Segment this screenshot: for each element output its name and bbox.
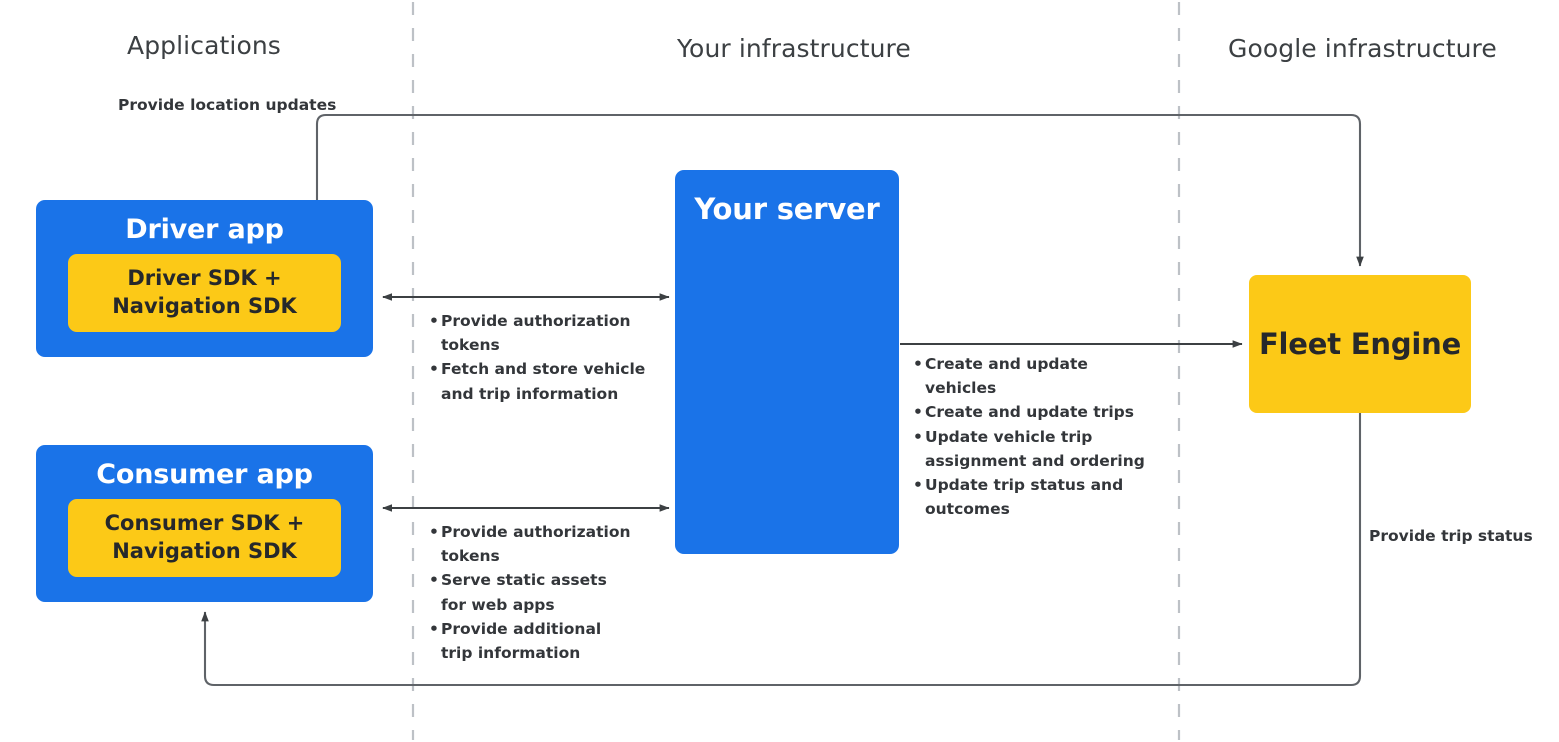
- bullet-line: Provide additional: [441, 619, 602, 638]
- node-consumer-app[interactable]: Consumer app Consumer SDK + Navigation S…: [36, 445, 373, 602]
- bullet-line: assignment and ordering: [925, 451, 1145, 470]
- bullet-line: outcomes: [925, 500, 1010, 519]
- consumer-sdk-line-1: Consumer SDK +: [104, 511, 305, 536]
- bullet-line: and trip information: [441, 384, 619, 403]
- bullet-line: Provide authorization: [441, 312, 631, 330]
- bullet-line: Update vehicle trip: [925, 427, 1093, 446]
- driver-sdk-line-2: Navigation SDK: [112, 294, 297, 318]
- bullet-line: Create and update vehicles: [925, 355, 1088, 398]
- bullet-item: Provide authorization tokens: [429, 520, 659, 568]
- bullet-line: Serve static assets: [441, 571, 607, 590]
- edge-bullets-server-engine: Create and update vehicles Create and up…: [913, 352, 1163, 521]
- bullet-line: Create and update trips: [925, 403, 1134, 422]
- bullet-item: Update vehicle trip assignment and order…: [913, 425, 1163, 473]
- node-fleet-engine[interactable]: Fleet Engine: [1249, 275, 1471, 413]
- consumer-sdk-line-2: Navigation SDK: [112, 539, 297, 563]
- consumer-sdk-box[interactable]: Consumer SDK + Navigation SDK: [68, 499, 341, 577]
- bullet-item: Update trip status and outcomes: [913, 473, 1163, 521]
- bullet-item: Provide additional trip information: [429, 617, 659, 665]
- edge-bullets-consumer-server: Provide authorization tokens Serve stati…: [429, 520, 659, 665]
- bullet-item: Create and update trips: [913, 400, 1163, 424]
- edge-label-trip-status: Provide trip status: [1369, 527, 1533, 545]
- bullet-item: Serve static assets for web apps: [429, 568, 659, 616]
- edge-label-location-updates: Provide location updates: [118, 96, 337, 114]
- fleet-engine-title: Fleet Engine: [1258, 327, 1462, 361]
- node-driver-app[interactable]: Driver app Driver SDK + Navigation SDK: [36, 200, 373, 357]
- bullet-line: trip information: [441, 643, 581, 662]
- bullet-line: Provide authorization: [441, 523, 631, 541]
- bullet-line: Update trip status and: [925, 475, 1124, 494]
- column-header-google-infrastructure: Google infrastructure: [1228, 34, 1497, 63]
- driver-app-title: Driver app: [125, 214, 284, 245]
- column-header-your-infrastructure: Your infrastructure: [677, 34, 911, 63]
- column-header-applications: Applications: [127, 31, 281, 60]
- your-server-title: Your server: [694, 192, 880, 226]
- consumer-app-title: Consumer app: [96, 459, 313, 490]
- driver-sdk-box[interactable]: Driver SDK + Navigation SDK: [68, 254, 341, 332]
- bullet-item: Fetch and store vehicle and trip informa…: [429, 357, 659, 405]
- bullet-line: tokens: [441, 547, 500, 566]
- bullet-item: Provide authorization tokens: [429, 309, 659, 357]
- driver-sdk-line-1: Driver SDK +: [127, 266, 282, 291]
- bullet-line: for web apps: [441, 595, 555, 614]
- edge-bullets-driver-server: Provide authorization tokens Fetch and s…: [429, 309, 659, 406]
- bullet-item: Create and update vehicles: [913, 352, 1163, 400]
- bullet-line: tokens: [441, 336, 500, 355]
- node-your-server[interactable]: Your server: [675, 170, 899, 554]
- bullet-line: Fetch and store vehicle: [441, 360, 646, 379]
